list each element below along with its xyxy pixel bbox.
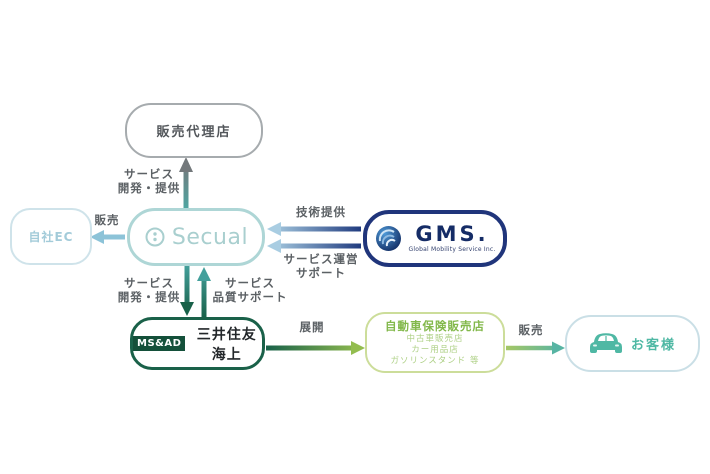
arrow-msad-to-shops (266, 341, 365, 355)
label-sell-ec: 販売 (94, 213, 120, 227)
label-sell-customer: 販売 (518, 323, 544, 337)
label-service-dev-bottom: サービス 開発・提供 (117, 276, 181, 304)
msad-logo: MS&AD (133, 336, 186, 351)
gms-subtitle: Global Mobility Service Inc. (408, 246, 496, 253)
gms-globe-icon (375, 226, 401, 251)
sales-agency-label: 販売代理店 (156, 125, 232, 140)
insurance-shops-example: ガソリンスタンド 等 (390, 356, 480, 367)
car-icon (589, 333, 622, 353)
node-secual: Secual (127, 208, 265, 266)
node-gms: GMS. Global Mobility Service Inc. (363, 210, 507, 267)
secual-logo-icon (145, 227, 165, 247)
label-service-ops-support: サービス運営 サポート (283, 252, 359, 280)
insurance-shops-title: 自動車保険販売店 (385, 318, 485, 333)
label-quality-support: サービス 品質サポート (212, 276, 288, 304)
label-tech-provide: 技術提供 (296, 205, 346, 219)
own-ec-label: 自社EC (28, 230, 74, 244)
arrow-secual-to-msad (180, 265, 194, 316)
gms-brand-label: GMS. (415, 222, 489, 246)
node-own-ec: 自社EC (10, 208, 92, 265)
node-msad: MS&AD 三井住友海上 (130, 317, 265, 370)
insurance-shops-example: 中古車販売店 (406, 333, 464, 344)
arrow-gms-tech (267, 222, 361, 236)
node-customer: お客様 (565, 315, 700, 372)
label-service-dev-top: サービス 開発・提供 (117, 167, 181, 195)
gms-logo-text: GMS. Global Mobility Service Inc. (409, 224, 496, 253)
arrow-shops-to-customer (506, 341, 565, 355)
arrow-secual-to-ec (90, 230, 125, 244)
arrow-secual-to-agency (179, 157, 193, 209)
node-sales-agency: 販売代理店 (125, 103, 263, 158)
msad-company-label: 三井住友海上 (196, 326, 257, 363)
arrow-gms-ops (267, 239, 361, 253)
insurance-shops-example: カー用品店 (411, 344, 459, 355)
label-deploy: 展開 (299, 320, 325, 334)
customer-label: お客様 (630, 338, 676, 353)
secual-brand-label: Secual (171, 224, 249, 250)
node-insurance-shops: 自動車保険販売店 中古車販売店 カー用品店 ガソリンスタンド 等 (365, 312, 505, 373)
arrow-msad-to-secual (197, 267, 211, 318)
